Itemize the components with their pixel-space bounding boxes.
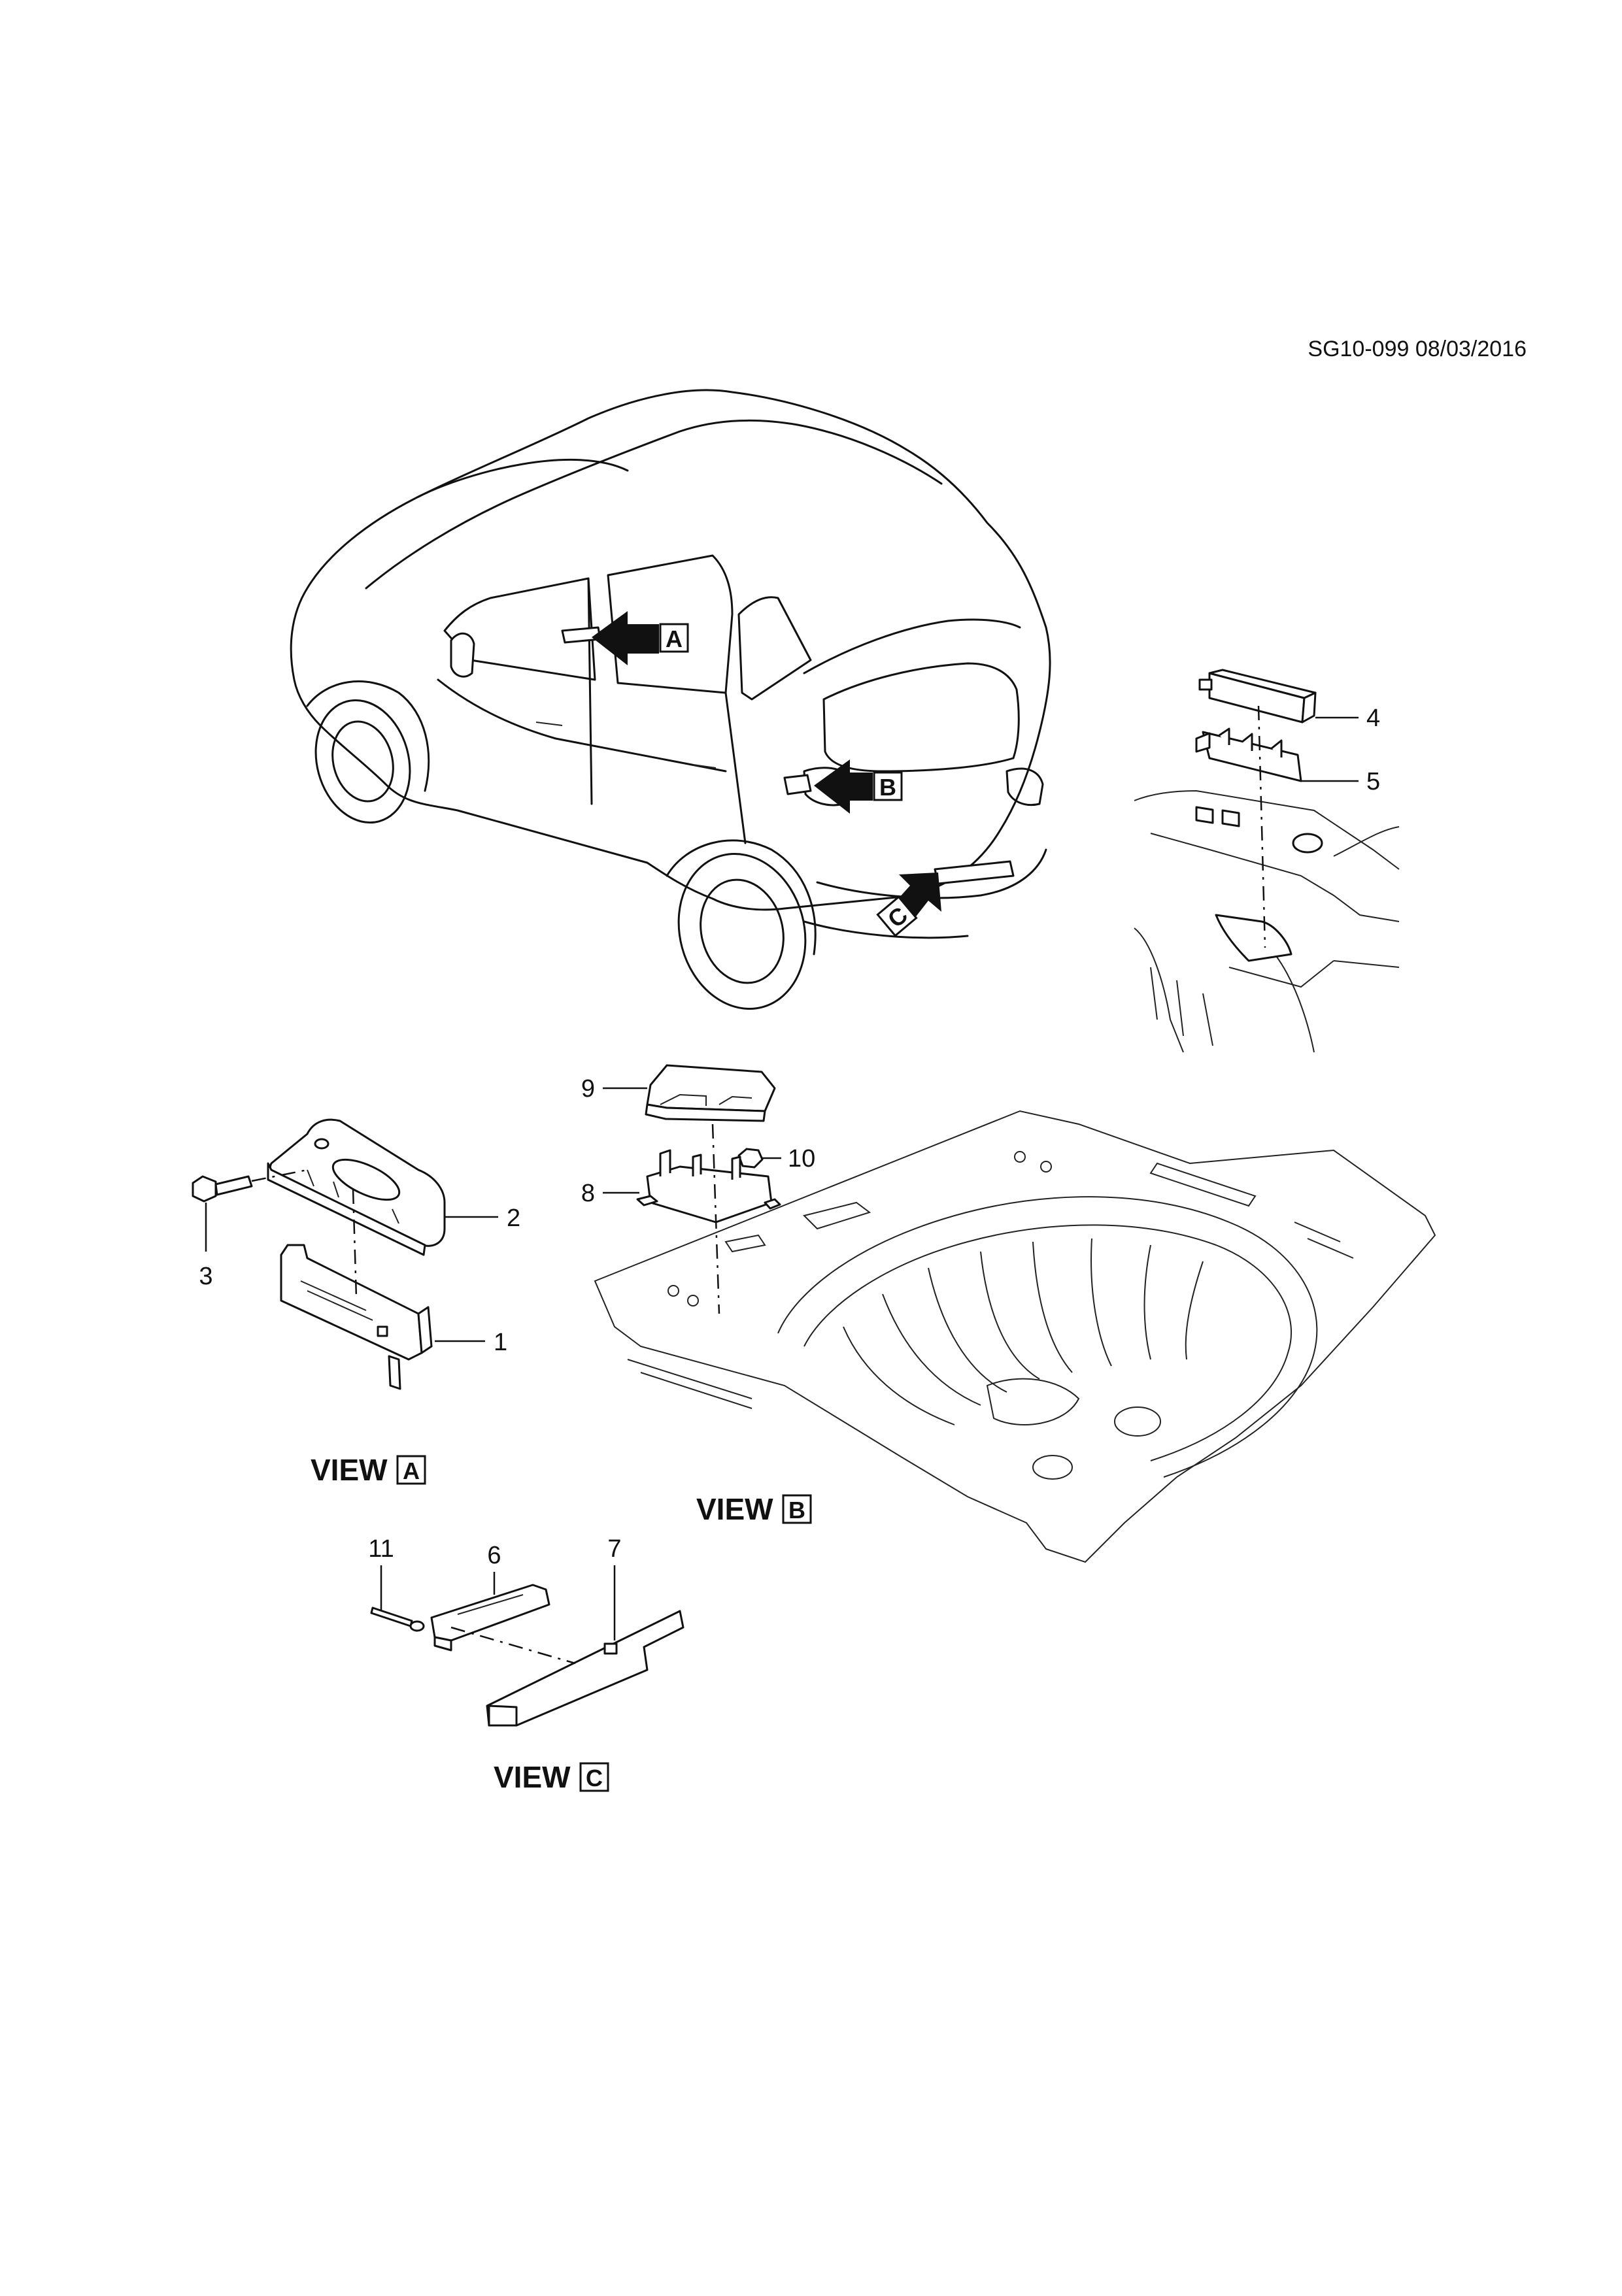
part-3-shape — [192, 1175, 217, 1203]
view-c-label: VIEW C — [494, 1760, 609, 1794]
callout-5: 5 — [1366, 768, 1380, 795]
callout-11: 11 — [368, 1535, 394, 1563]
callout-3: 3 — [199, 1263, 212, 1290]
view-b-marker: B — [814, 759, 903, 814]
callout-7: 7 — [607, 1535, 621, 1563]
view-b-label: VIEW B — [696, 1492, 812, 1526]
part-1-shape — [280, 1244, 423, 1361]
arrow-left-icon — [592, 611, 659, 665]
callout-4: 4 — [1366, 705, 1380, 732]
svg-text:A: A — [666, 625, 683, 652]
callout-9: 9 — [581, 1075, 595, 1103]
view-a-marker: A — [592, 611, 689, 665]
svg-text:C: C — [586, 1765, 603, 1791]
svg-text:VIEW: VIEW — [311, 1453, 388, 1487]
callout-8: 8 — [581, 1180, 595, 1207]
part-8-shape — [646, 1165, 773, 1223]
view-c-illustration — [370, 1584, 684, 1727]
svg-text:B: B — [788, 1497, 805, 1523]
callout-1: 1 — [494, 1329, 507, 1356]
callout-10: 10 — [788, 1145, 815, 1173]
view-a-illustration — [192, 1118, 446, 1390]
roof-detail-illustration — [1134, 669, 1400, 1053]
callout-6: 6 — [487, 1542, 501, 1569]
part-9-shape — [646, 1064, 776, 1112]
view-a-label: VIEW A — [311, 1453, 426, 1487]
svg-text:VIEW: VIEW — [494, 1760, 571, 1794]
arrow-left-icon — [814, 759, 873, 814]
part-10-shape — [737, 1148, 764, 1169]
svg-text:A: A — [403, 1457, 420, 1484]
view-b-illustration — [594, 1064, 1436, 1563]
part-11-shape — [370, 1606, 413, 1627]
drawing-id: SG10-099 08/03/2016 — [1308, 337, 1527, 361]
callout-2: 2 — [507, 1205, 520, 1232]
part-6-shape — [430, 1584, 550, 1642]
svg-text:VIEW: VIEW — [696, 1492, 773, 1526]
svg-text:B: B — [879, 774, 896, 801]
vehicle-illustration — [290, 389, 1051, 1010]
view-c-marker: C — [876, 873, 941, 937]
